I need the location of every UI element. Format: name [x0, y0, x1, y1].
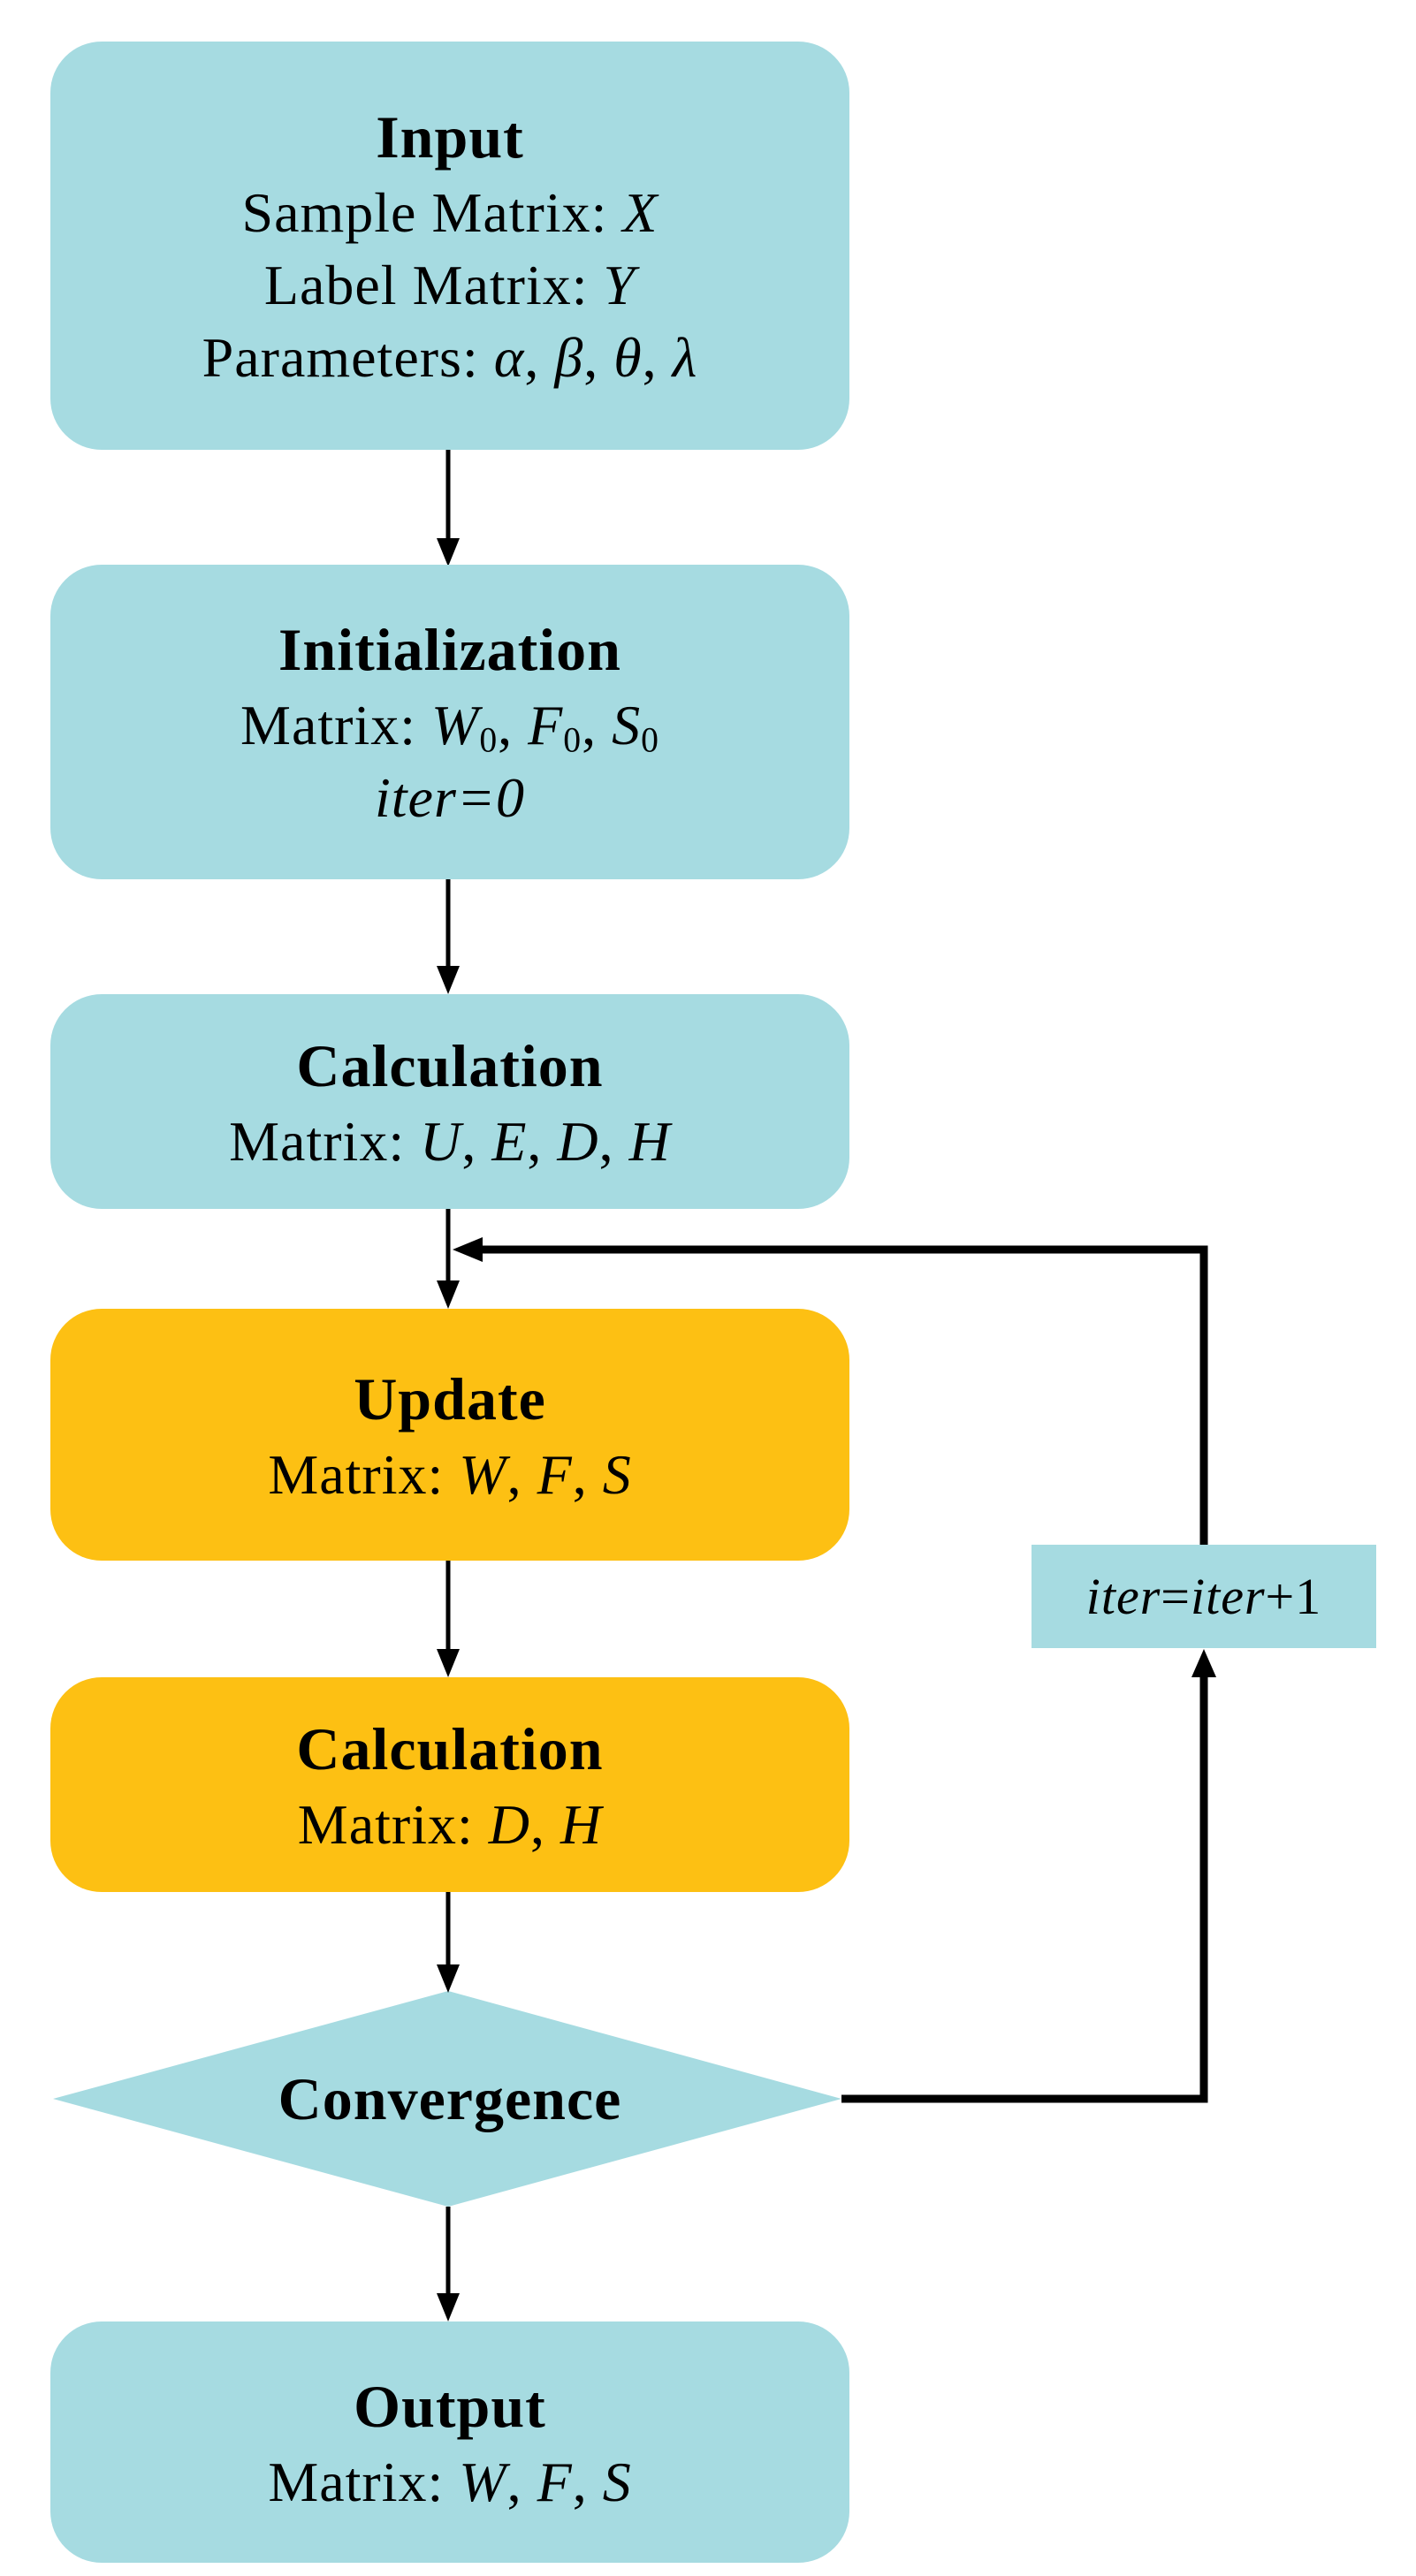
calculation-node-2-line-matrix: Matrix: D, H [297, 1792, 603, 1856]
initialization-node-title: Initialization [278, 616, 622, 683]
calculation-node-1-line-matrix: Matrix: U, E, D, H [229, 1109, 671, 1173]
loop-iter-to-mainline [453, 1237, 1208, 1545]
update-node-title: Update [354, 1364, 546, 1432]
output-node-title: Output [354, 2372, 546, 2440]
arrow-input-to-initialization [437, 450, 460, 566]
input-node-line-parameters: Parameters: α, β, θ, λ [202, 326, 698, 389]
arrow-calculation2-to-convergence [437, 1892, 460, 1993]
calculation-node-1-title: Calculation [296, 1031, 604, 1099]
input-node: Input Sample Matrix: X Label Matrix: Y P… [50, 42, 849, 450]
initialization-node-line-iter: iter=0 [374, 766, 526, 829]
convergence-diamond-shape [53, 1991, 841, 2207]
arrow-update-to-calculation2 [437, 1561, 460, 1677]
arrow-calculation-to-update [437, 1209, 460, 1309]
input-node-line-sample-matrix: Sample Matrix: X [241, 181, 659, 244]
calculation-node-2: Calculation Matrix: D, H [50, 1677, 849, 1892]
convergence-node: Convergence [50, 2057, 849, 2140]
arrow-convergence-to-output [437, 2207, 460, 2321]
update-node-line-matrix: Matrix: W, F, S [268, 1442, 632, 1506]
input-node-title: Input [376, 103, 524, 171]
initialization-node: Initialization Matrix: W0, F0, S0 iter=0 [50, 565, 849, 879]
output-node-line-matrix: Matrix: W, F, S [268, 2450, 632, 2513]
output-node: Output Matrix: W, F, S [50, 2321, 849, 2563]
iter-increment-label: iter=iter+1 [1085, 1567, 1322, 1625]
input-node-line-label-matrix: Label Matrix: Y [263, 254, 636, 316]
calculation-node-1: Calculation Matrix: U, E, D, H [50, 994, 849, 1209]
loop-convergence-to-iter [841, 1649, 1216, 2103]
update-node: Update Matrix: W, F, S [50, 1309, 849, 1561]
iter-increment-node: iter=iter+1 [1032, 1545, 1376, 1648]
arrow-initialization-to-calculation [437, 879, 460, 994]
convergence-node-title: Convergence [278, 2065, 622, 2132]
calculation-node-2-title: Calculation [296, 1714, 604, 1782]
initialization-node-line-matrix: Matrix: W0, F0, S0 [240, 694, 659, 760]
